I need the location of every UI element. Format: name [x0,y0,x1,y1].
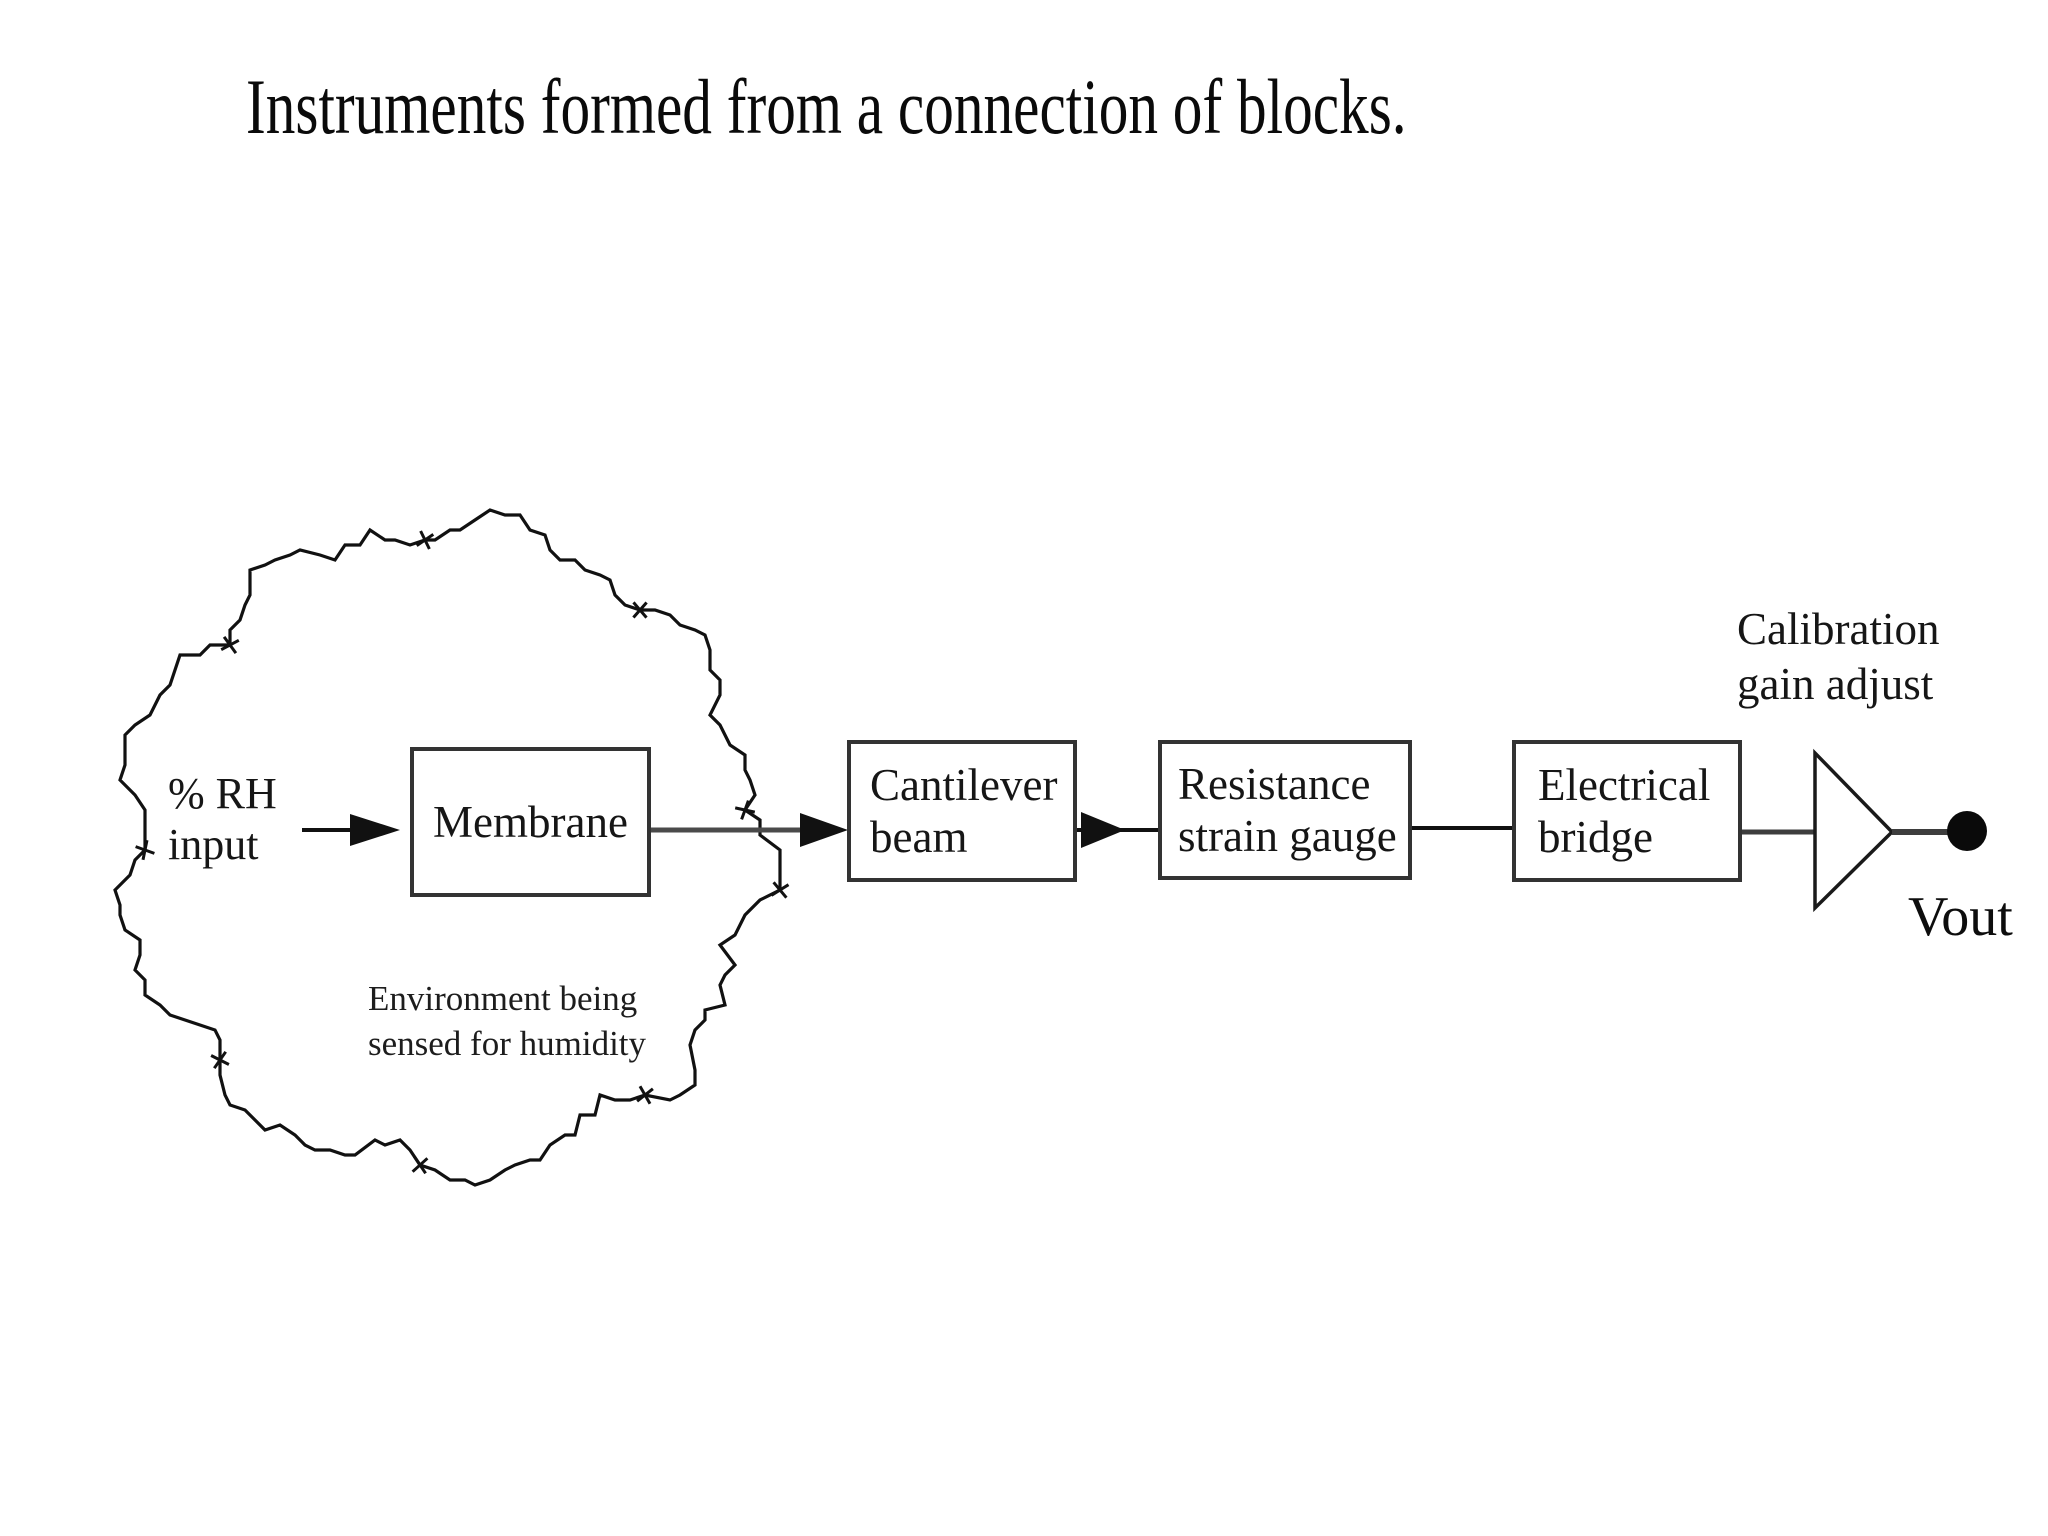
vout-label: Vout [1908,886,2013,948]
block-cantilever-beam: Cantilever beam [847,740,1077,882]
cloud-caption: Environment being sensed for humidity [368,976,646,1066]
rh-input-label-line2: input [168,820,259,869]
block-cantilever-beam-label-line1: Cantilever [870,760,1058,810]
cloud-caption-line2: sensed for humidity [368,1024,647,1063]
cantilever-output-arrowhead-icon [1081,812,1125,848]
calibration-label-line2: gain adjust [1737,659,1934,709]
rh-input-label-line1: % RH [168,769,277,818]
block-membrane-label: Membrane [433,797,628,847]
membrane-output-arrowhead-icon [800,813,848,847]
output-terminal-dot-icon [1947,811,1987,851]
block-electrical-bridge-label-line1: Electrical [1538,760,1711,810]
input-arrowhead-icon [350,814,400,846]
cloud-tick-marks [135,530,790,1175]
block-membrane: Membrane [410,747,651,897]
block-resistance-strain-gauge-label-line1: Resistance [1178,759,1371,809]
calibration-gain-adjust-label: Calibration gain adjust [1737,602,1939,712]
amplifier-triangle-icon [1813,748,1895,913]
page-title: Instruments formed from a connection of … [246,62,1773,152]
rh-input-label: % RH input [168,768,277,870]
calibration-label-line1: Calibration [1737,604,1940,654]
page-title-text: Instruments formed from a connection of … [246,63,1407,150]
block-electrical-bridge: Electrical bridge [1512,740,1742,882]
cloud-caption-line1: Environment being [368,979,638,1018]
block-resistance-strain-gauge-label-line2: strain gauge [1178,811,1397,861]
block-cantilever-beam-label-line2: beam [870,812,968,862]
block-electrical-bridge-label-line2: bridge [1538,812,1653,862]
block-resistance-strain-gauge: Resistance strain gauge [1158,740,1412,880]
